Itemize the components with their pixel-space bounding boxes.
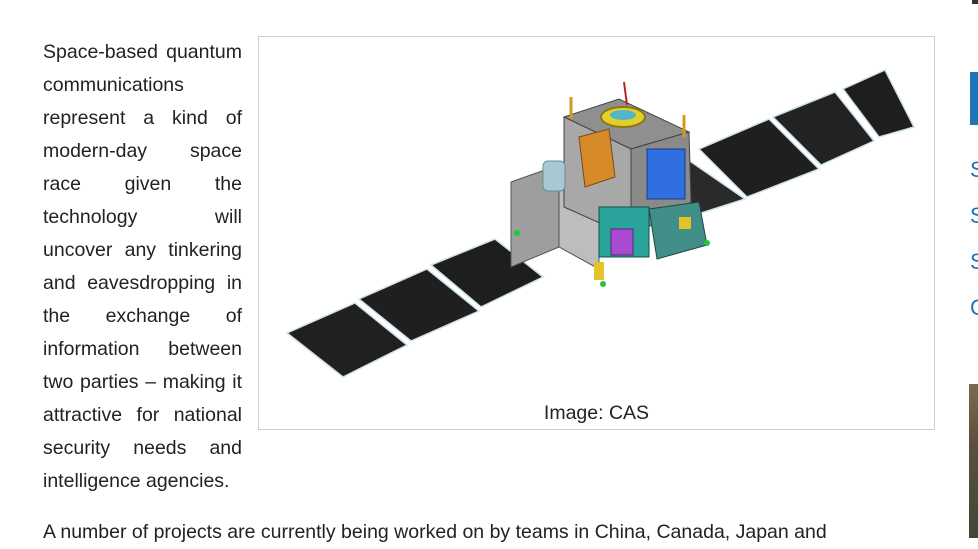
solar-panels-left — [285, 238, 545, 378]
sidebar-link-2[interactable]: S — [970, 203, 978, 228]
sidebar-link-3[interactable]: S — [970, 249, 978, 274]
article-figure: Image: CAS — [258, 36, 935, 430]
satellite-body — [510, 81, 710, 287]
sidebar-link-4[interactable]: C — [970, 295, 978, 320]
satellite-illustration — [285, 69, 916, 378]
solar-panels-right — [657, 69, 916, 216]
sidebar-accent-bar — [970, 72, 978, 125]
article-paragraph-1: Space-based quantum communications repre… — [43, 41, 242, 492]
article-body: Image: CAS Space-based quantum communica… — [43, 36, 935, 549]
article-paragraph-2: A number of projects are currently being… — [43, 521, 827, 543]
figure-caption: Image: CAS — [543, 402, 650, 424]
sidebar-link-1[interactable]: S — [970, 157, 978, 182]
sidebar-thumbnail[interactable] — [969, 384, 978, 538]
page-edge-mark — [972, 0, 978, 4]
